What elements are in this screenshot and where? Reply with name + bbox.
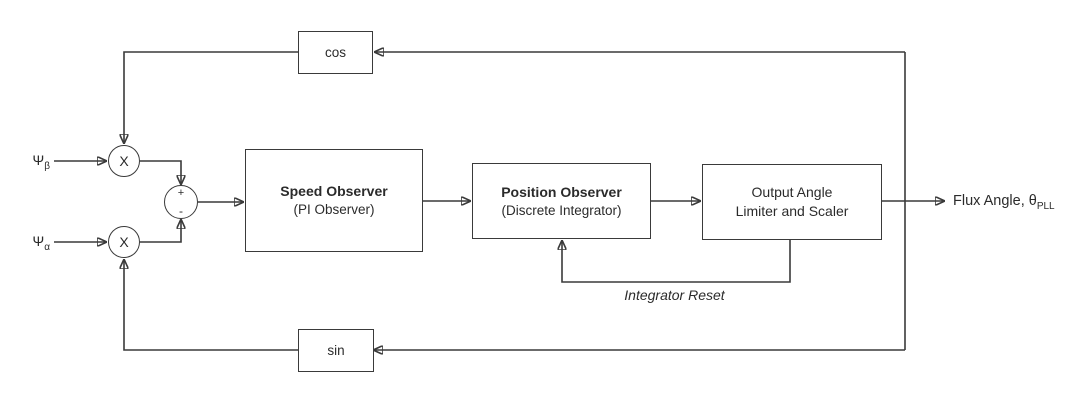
- flux-angle-sub: PLL: [1036, 200, 1055, 212]
- position-observer-title: Position Observer: [501, 183, 622, 200]
- summer-plus-sign: +: [177, 187, 185, 199]
- cos-block: cos: [298, 31, 373, 74]
- wire-sin-to-mult-bottom: [124, 260, 298, 351]
- psi-alpha-base: Ψ: [32, 233, 45, 249]
- multiplier-top-symbol: X: [119, 153, 129, 169]
- wire-mult-bottom-to-summer: [140, 220, 181, 243]
- psi-beta-sub: β: [44, 160, 50, 172]
- output-angle-line2: Limiter and Scaler: [735, 203, 849, 219]
- sin-block: sin: [298, 329, 374, 372]
- wire-integrator-reset: [562, 240, 791, 283]
- sin-block-label: sin: [327, 343, 345, 358]
- position-observer-block: Position Observer (Discrete Integrator): [472, 163, 651, 239]
- position-observer-subtitle: (Discrete Integrator): [501, 202, 622, 218]
- summing-junction: + -: [164, 185, 198, 219]
- output-label-flux-angle: Flux Angle, θPLL: [953, 193, 1055, 212]
- psi-beta-base: Ψ: [32, 152, 45, 168]
- speed-observer-subtitle: (PI Observer): [293, 202, 375, 217]
- speed-observer-title: Speed Observer: [280, 183, 388, 199]
- psi-alpha-sub: α: [44, 241, 50, 253]
- wire-mult-top-to-summer: [140, 160, 181, 184]
- multiplier-bottom: X: [108, 226, 140, 258]
- flux-angle-base: Flux Angle, θ: [953, 193, 1037, 209]
- integrator-reset-label: Integrator Reset: [624, 287, 725, 303]
- multiplier-top: X: [108, 145, 140, 177]
- input-label-psi-alpha: Ψα: [16, 233, 50, 253]
- summer-minus-sign: -: [179, 204, 183, 218]
- cos-block-label: cos: [324, 45, 346, 60]
- output-angle-line1: Output Angle: [751, 184, 833, 200]
- output-angle-limiter-block: Output Angle Limiter and Scaler: [702, 164, 882, 240]
- input-label-psi-beta: Ψβ: [16, 152, 50, 172]
- multiplier-bottom-symbol: X: [119, 234, 129, 250]
- wire-cos-to-mult-top: [124, 51, 298, 143]
- speed-observer-block: Speed Observer (PI Observer): [245, 149, 423, 252]
